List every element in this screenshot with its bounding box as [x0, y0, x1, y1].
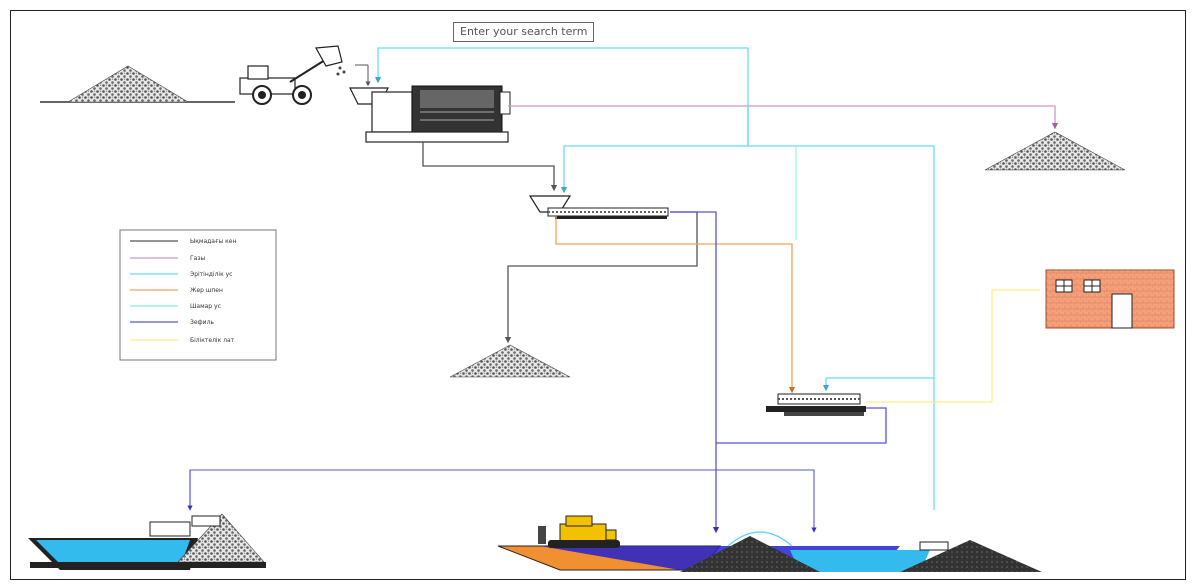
legend-label-2: Эрітінділік ус — [190, 271, 232, 278]
secondary-screen-icon — [766, 393, 866, 416]
wheel-loader-icon — [239, 45, 346, 105]
solution-line-top — [374, 47, 749, 146]
orange-line — [555, 216, 796, 394]
building-icon — [1045, 269, 1175, 329]
legend-label-3: Жер шпен — [190, 287, 223, 294]
search-input[interactable]: Enter your search term — [453, 22, 594, 42]
legend-label-5: Зефиль — [190, 319, 214, 326]
ore-stockpile — [66, 65, 190, 103]
right-stockpile — [984, 131, 1126, 171]
yellow-line — [866, 289, 1040, 403]
lower-stockpile — [449, 344, 571, 378]
legend-label-4: Шамар ус — [190, 303, 221, 310]
leach-pond-left — [28, 513, 266, 570]
heap-leach-pad — [497, 531, 1042, 572]
legend-label-1: Газы — [190, 255, 206, 262]
legend-label-0: Ықмадағы кен — [190, 238, 236, 245]
legend: Ықмадағы кен Газы Эрітінділік ус Жер шпе… — [119, 229, 277, 361]
vibrating-screen-icon — [528, 195, 669, 219]
solution-line-screen — [560, 106, 749, 194]
legend-label-6: Біліктелік лат — [190, 337, 235, 344]
bulldozer-icon — [538, 515, 620, 548]
blue-line-main — [670, 211, 720, 534]
ore-line — [422, 142, 558, 192]
solution-line-right — [748, 145, 935, 510]
crusher-icon — [349, 85, 511, 143]
gas-line — [508, 105, 1059, 130]
